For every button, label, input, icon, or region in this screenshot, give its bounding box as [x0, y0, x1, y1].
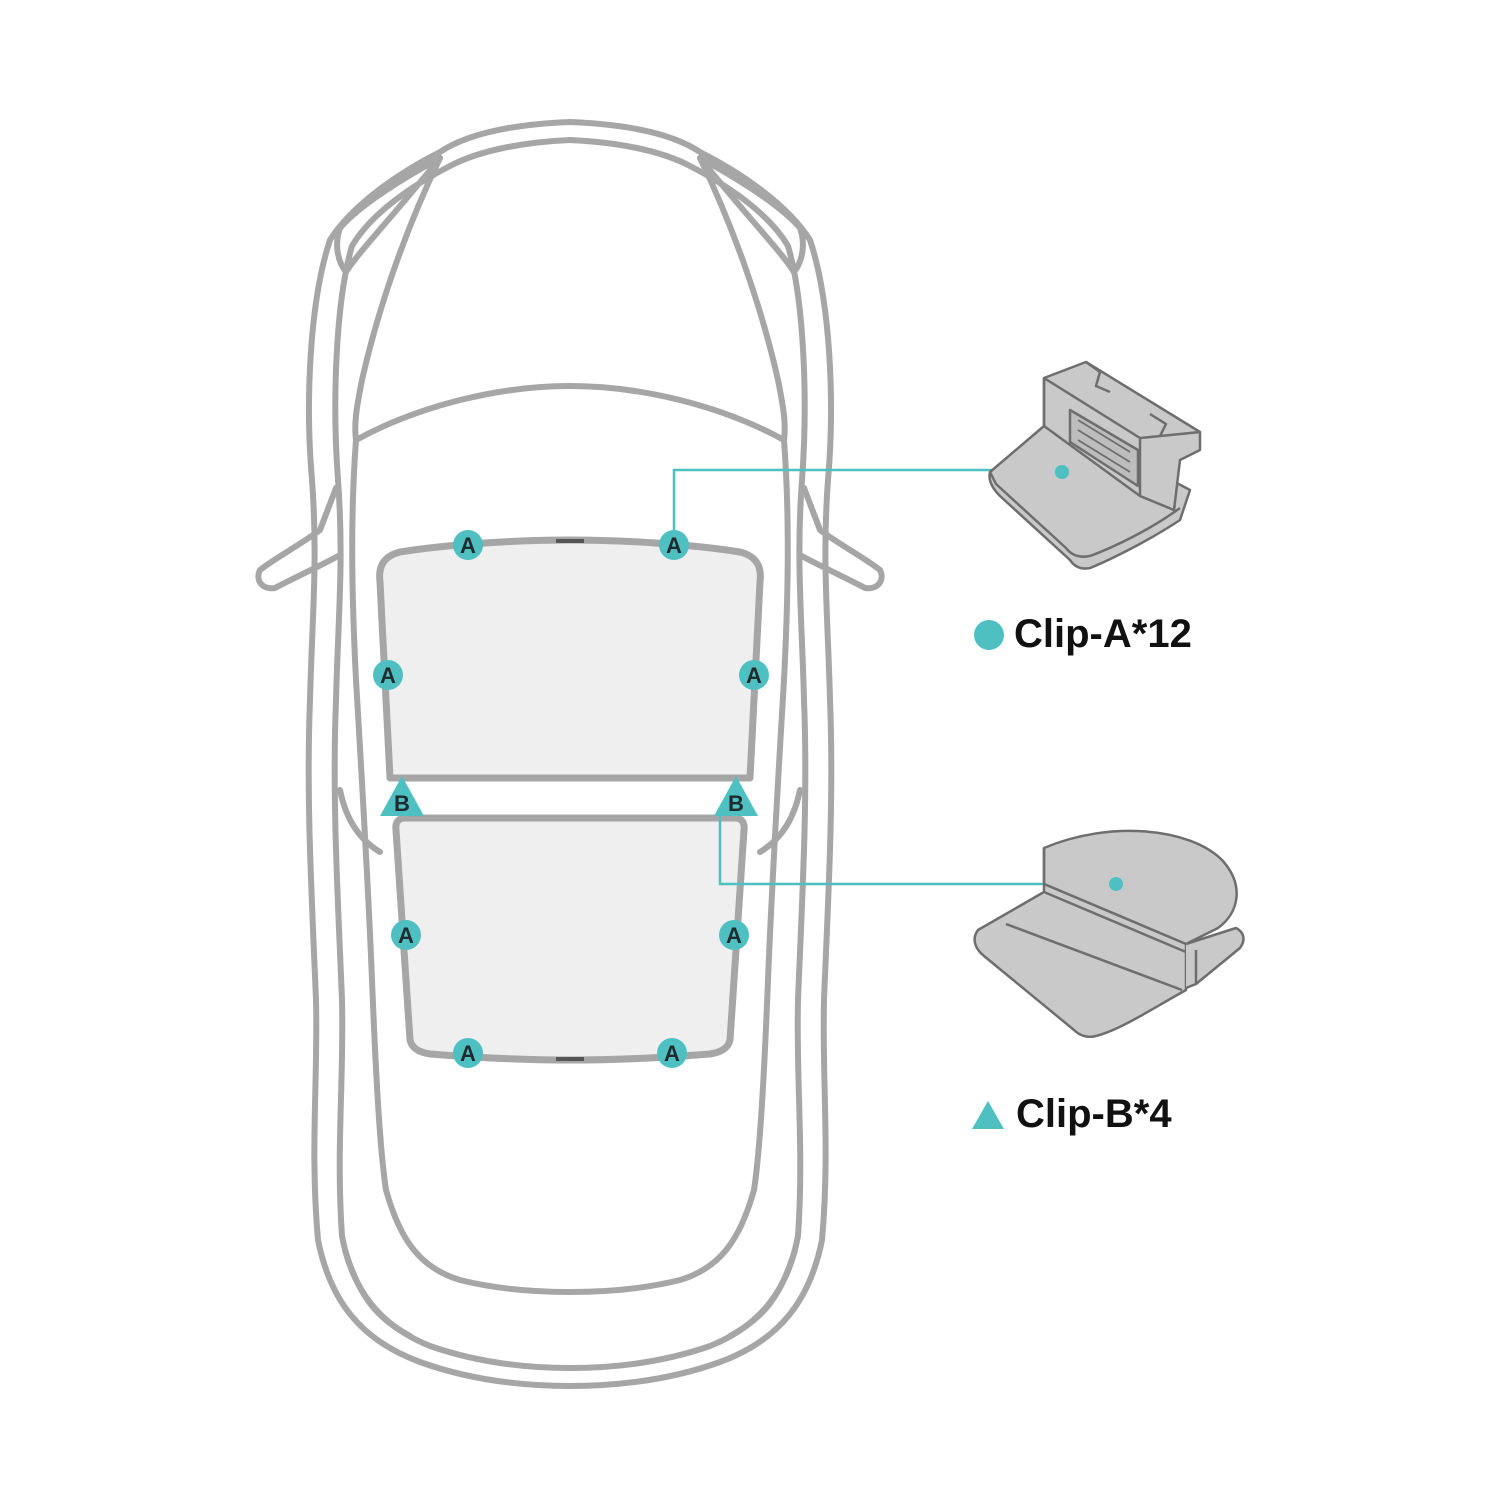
svg-text:A: A [746, 663, 762, 688]
leader-line-clip-a [672, 468, 1062, 540]
car-outline [255, 119, 885, 1389]
rear-roof-glass [392, 814, 748, 1064]
clip-a-marker: A [391, 920, 421, 950]
legend-clip-a-label: Clip-A*12 [1014, 612, 1192, 656]
clip-a-markers: A A A A A A A A [373, 530, 769, 1068]
clip-b-markers: B B [380, 776, 758, 816]
front-roof-glass [376, 536, 764, 782]
svg-text:A: A [726, 923, 742, 948]
triangle-symbol-icon [972, 1100, 1004, 1129]
circle-symbol-icon [974, 619, 1004, 650]
clip-a-marker: A [659, 530, 689, 560]
clip-a-marker: A [657, 1038, 687, 1068]
svg-text:B: B [394, 791, 410, 816]
clip-a-marker: A [719, 920, 749, 950]
clip-a-marker: A [453, 1038, 483, 1068]
svg-text:A: A [460, 533, 476, 558]
clip-a-marker: A [453, 530, 483, 560]
svg-text:A: A [398, 923, 414, 948]
clip-b-marker: B [380, 776, 424, 816]
legend-clip-b-label: Clip-B*4 [1016, 1092, 1172, 1136]
clip-a-illustration [988, 360, 1202, 570]
clip-b-illustration [973, 829, 1245, 1038]
svg-text:A: A [380, 663, 396, 688]
clip-b-marker: B [714, 776, 758, 816]
clip-a-marker: A [373, 660, 403, 690]
clip-a-marker: A [739, 660, 769, 690]
legend-clip-b: Clip-B*4 [972, 1092, 1172, 1137]
leader-line-clip-b [718, 812, 1116, 886]
svg-text:B: B [728, 791, 744, 816]
svg-text:A: A [460, 1041, 476, 1066]
svg-text:A: A [664, 1041, 680, 1066]
legend-clip-a: Clip-A*12 [974, 612, 1192, 657]
svg-text:A: A [666, 533, 682, 558]
